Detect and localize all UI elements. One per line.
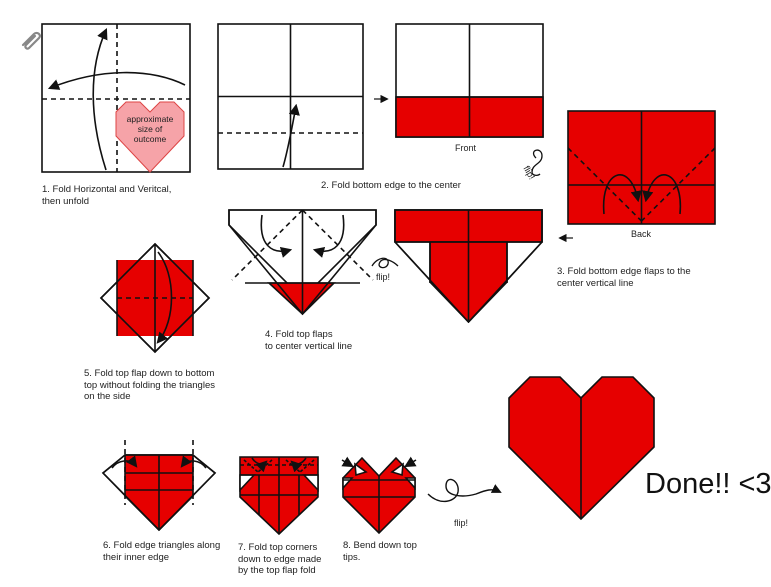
step2-result-front — [395, 23, 544, 138]
paperclip-icon — [21, 31, 41, 50]
fold-arrow-vertical — [92, 27, 108, 171]
fold-arrow-horizontal — [47, 71, 186, 90]
back-label: Back — [631, 229, 652, 239]
step3-result — [394, 209, 543, 324]
step5-diamond — [99, 242, 211, 354]
step7-shape — [239, 456, 319, 536]
step8-shape — [341, 456, 417, 535]
flip-loop-2 — [371, 257, 399, 269]
front-label: Front — [455, 143, 477, 153]
flip-label-3: flip! — [454, 518, 469, 528]
flip-loop-1 — [531, 149, 543, 176]
final-heart — [508, 376, 655, 521]
step6-shape — [101, 440, 217, 532]
step2-caption: 2. Fold bottom edge to the center — [321, 180, 461, 191]
step1-caption: 1. Fold Horizontal and Veritcal,then unf… — [42, 184, 172, 207]
flip-label-2: flip! — [376, 272, 391, 282]
step2-square — [217, 23, 364, 170]
outcome-preview-heart — [115, 101, 185, 173]
outcome-note: approximate size of outcome — [126, 114, 174, 144]
step4-shape — [228, 209, 377, 316]
step3-back — [567, 110, 716, 225]
step1-square — [41, 23, 191, 173]
flip-loop-3 — [427, 478, 502, 502]
done-text: Done!! <3 — [645, 468, 771, 500]
